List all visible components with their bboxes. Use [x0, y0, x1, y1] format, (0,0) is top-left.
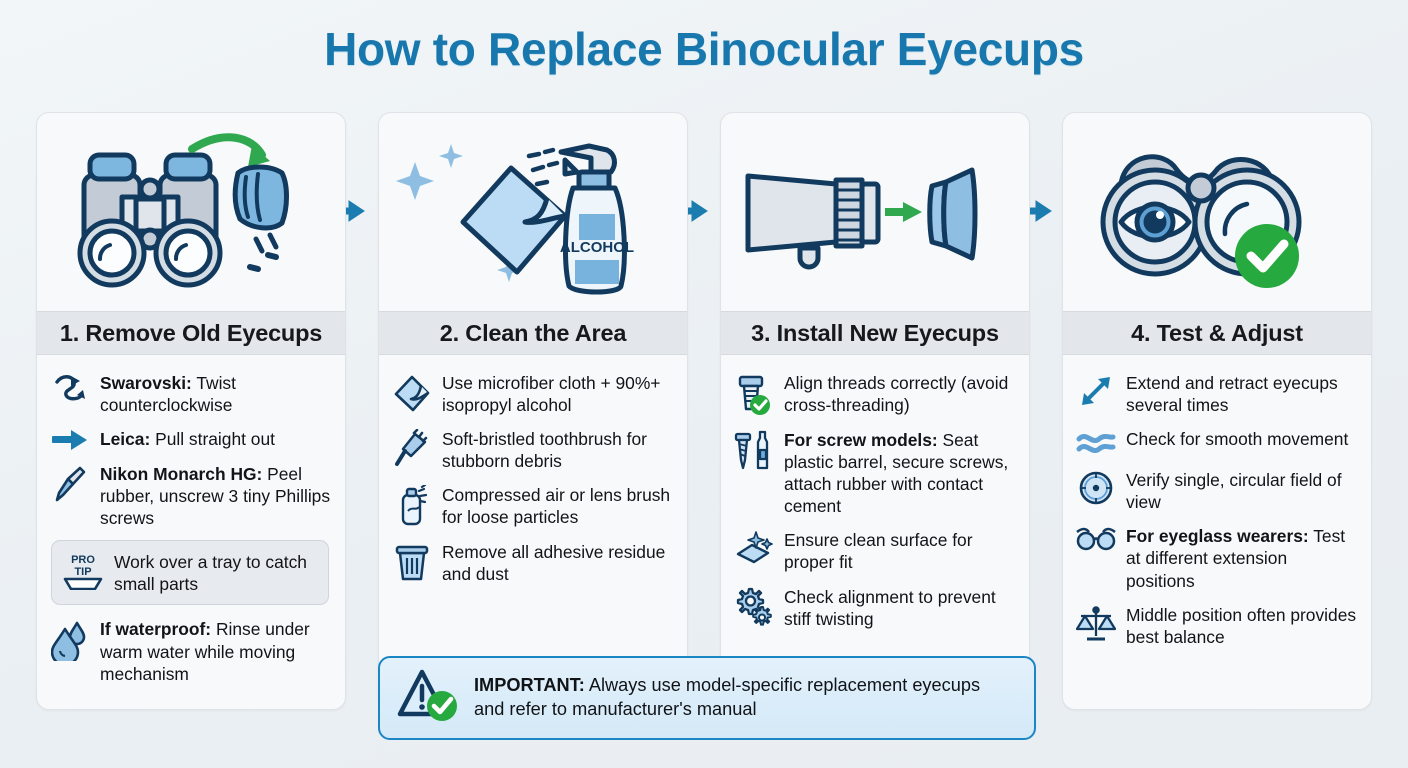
- bolt-with-check-icon: [733, 371, 775, 417]
- hero-illustration-cloth-and-alcohol-spray: ALCOHOL: [379, 113, 687, 311]
- steps-container: 1. Remove Old Eyecups Swarovski: Twist c…: [36, 112, 1372, 710]
- sparkle-clean-surface-icon: [733, 528, 775, 566]
- list-item: Check alignment to prevent stiff twistin…: [733, 585, 1015, 630]
- arrow-right-icon: [49, 427, 91, 451]
- list-item-text: For eyeglass wearers: Test at different …: [1126, 526, 1346, 591]
- arrow-panel3-to-panel4: [1017, 196, 1052, 226]
- list-item-text: If waterproof: Rinse under warm water wh…: [100, 619, 310, 684]
- list-item: Compressed air or lens brush for loose p…: [391, 483, 673, 528]
- list-item-text: For screw models: Seat plastic barrel, s…: [784, 430, 1009, 517]
- list-item: Ensure clean surface for proper fit: [733, 528, 1015, 573]
- svg-text:TIP: TIP: [74, 566, 91, 578]
- panel-title-3: 3. Install New Eyecups: [721, 311, 1029, 355]
- field-of-view-circle-icon: [1075, 468, 1117, 506]
- list-item: Check for smooth movement: [1075, 427, 1357, 457]
- list-item-text: Swarovski: Twist counterclockwise: [100, 373, 236, 416]
- list-item: For eyeglass wearers: Test at different …: [1075, 524, 1357, 591]
- list-item: For screw models: Seat plastic barrel, s…: [733, 428, 1015, 517]
- twist-counterclockwise-arrow-icon: [49, 371, 91, 403]
- list-item: Use microfiber cloth + 90%+ isopropyl al…: [391, 371, 673, 416]
- important-callout: IMPORTANT: Always use model-specific rep…: [378, 656, 1036, 740]
- list-item: Leica: Pull straight out: [49, 427, 331, 451]
- balance-scale-icon: [1075, 603, 1117, 643]
- list-item: Align threads correctly (avoid cross-thr…: [733, 371, 1015, 417]
- list-item-text: Check alignment to prevent stiff twistin…: [784, 586, 996, 629]
- hero-illustration-barrel-and-new-eyecup: [721, 113, 1029, 311]
- hero-illustration-binoculars-with-detached-eyecup: [37, 113, 345, 311]
- list-item-text: Check for smooth movement: [1126, 429, 1349, 450]
- list-item-text: Nikon Monarch HG: Peel rubber, unscrew 3…: [100, 464, 331, 529]
- panel-body-3: Align threads correctly (avoid cross-thr…: [721, 355, 1029, 709]
- screw-and-glue-bottle-icon: [733, 428, 775, 474]
- list-item-text: Extend and retract eyecups several times: [1126, 373, 1338, 416]
- list-item: Extend and retract eyecups several times: [1075, 371, 1357, 416]
- panel-install-new-eyecups: 3. Install New Eyecups Align threads cor…: [720, 112, 1030, 710]
- list-item-text: Compressed air or lens brush for loose p…: [442, 485, 671, 528]
- list-item-text: Ensure clean surface for proper fit: [784, 530, 973, 573]
- eyeglasses-icon: [1075, 524, 1117, 552]
- panel-remove-old-eyecups: 1. Remove Old Eyecups Swarovski: Twist c…: [36, 112, 346, 710]
- tray-icon: PRO TIP: [60, 550, 106, 595]
- panel-title-2: 2. Clean the Area: [379, 311, 687, 355]
- list-item-text: Align threads correctly (avoid cross-thr…: [784, 373, 1009, 416]
- hero-illustration-binoculars-with-eye-and-check: [1063, 113, 1371, 311]
- list-item-text: Leica: Pull straight out: [100, 429, 275, 450]
- microfiber-cloth-icon: [391, 371, 433, 413]
- panel-test-and-adjust: 4. Test & Adjust Extend and retract eyec…: [1062, 112, 1372, 710]
- page-title: How to Replace Binocular Eyecups: [324, 23, 1084, 75]
- list-item-text: Remove all adhesive residue and dust: [442, 541, 666, 584]
- list-item-text: Middle position often provides best bala…: [1126, 604, 1357, 647]
- panel-body-2: Use microfiber cloth + 90%+ isopropyl al…: [379, 355, 687, 709]
- warning-triangle-with-check-icon: [396, 666, 462, 731]
- list-item: Verify single, circular field of view: [1075, 468, 1357, 513]
- extend-retract-arrows-icon: [1075, 371, 1117, 409]
- list-item: Swarovski: Twist counterclockwise: [49, 371, 331, 416]
- smooth-waves-icon: [1075, 427, 1117, 457]
- gears-icon: [733, 585, 775, 627]
- panel-title-4: 4. Test & Adjust: [1063, 311, 1371, 355]
- screwdriver-icon: [49, 462, 91, 504]
- panel-title-1: 1. Remove Old Eyecups: [37, 311, 345, 355]
- pro-tip-box: PRO TIP Work over a tray to catch small …: [51, 540, 329, 606]
- list-item: If waterproof: Rinse under warm water wh…: [49, 617, 331, 684]
- svg-text:PRO: PRO: [71, 554, 95, 566]
- toothbrush-icon: [391, 427, 433, 469]
- panel-body-1: Swarovski: Twist counterclockwise Leica:…: [37, 355, 345, 709]
- list-item-text: Soft-bristled toothbrush for stubborn de…: [442, 429, 647, 472]
- list-item: Nikon Monarch HG: Peel rubber, unscrew 3…: [49, 462, 331, 529]
- list-item-text: Use microfiber cloth + 90%+ isopropyl al…: [442, 373, 661, 416]
- pro-tip-text: Work over a tray to catch small parts: [114, 551, 307, 594]
- trash-can-icon: [391, 540, 433, 582]
- compressed-air-can-icon: [391, 483, 433, 527]
- list-item-text: Verify single, circular field of view: [1126, 470, 1342, 513]
- list-item: Middle position often provides best bala…: [1075, 603, 1357, 648]
- list-item: Remove all adhesive residue and dust: [391, 540, 673, 585]
- list-item: Soft-bristled toothbrush for stubborn de…: [391, 427, 673, 472]
- panel-clean-the-area: ALCOHOL 2. Clean the Area Use microfiber…: [378, 112, 688, 710]
- water-drop-icon: [49, 617, 91, 662]
- panel-body-4: Extend and retract eyecups several times…: [1063, 355, 1371, 709]
- important-text: IMPORTANT: Always use model-specific rep…: [474, 675, 981, 719]
- spray-bottle-label: ALCOHOL: [560, 239, 634, 256]
